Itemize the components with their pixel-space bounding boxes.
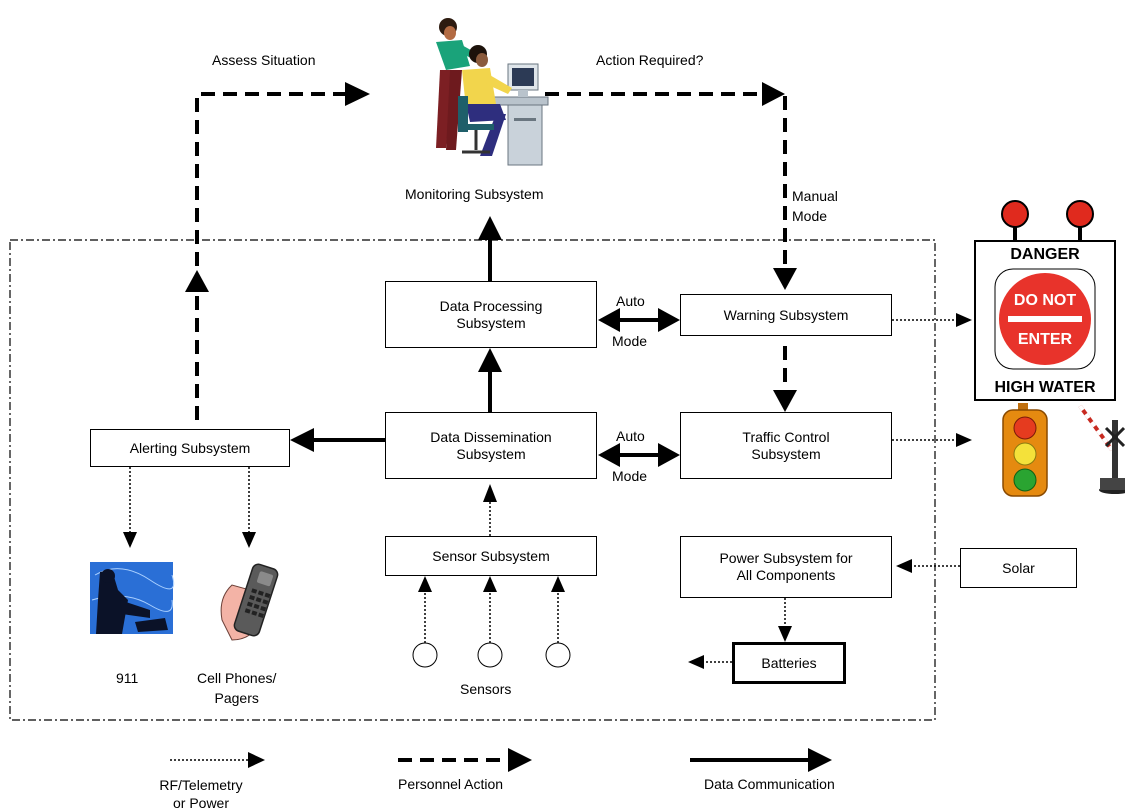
crossing-gate-icon bbox=[1078, 404, 1125, 494]
sensor-circle bbox=[545, 642, 571, 668]
monitoring-subsystem-label: Monitoring Subsystem bbox=[405, 186, 544, 202]
dissemination-to-alerting-arrow bbox=[290, 428, 385, 452]
sensor-circle bbox=[477, 642, 503, 668]
flashing-light-right bbox=[1066, 200, 1094, 228]
manual-mode-label: Manual Mode bbox=[792, 188, 838, 224]
data-processing-subsystem-box: Data Processing Subsystem bbox=[385, 281, 597, 348]
legend-personnel-label: Personnel Action bbox=[398, 776, 504, 792]
flashing-light-left bbox=[1001, 200, 1029, 228]
personnel-action-arrow bbox=[545, 82, 797, 290]
legend-rf-line bbox=[170, 752, 265, 768]
legend-data-label: Data Communication bbox=[704, 776, 835, 792]
sensor-circle bbox=[412, 642, 438, 668]
processing-warning-double-arrow bbox=[598, 308, 680, 332]
action-required-label: Action Required? bbox=[596, 52, 704, 68]
data-proc-to-monitoring-arrow bbox=[478, 216, 502, 281]
batteries-box: Batteries bbox=[732, 642, 846, 684]
label-cell-phones-pagers: Cell Phones/ Pagers bbox=[197, 670, 277, 706]
solar-box: Solar bbox=[960, 548, 1077, 588]
cell-phone-icon bbox=[220, 563, 279, 641]
personnel-warning-to-traffic-arrow bbox=[773, 346, 797, 412]
do-not-text: DO NOT bbox=[1013, 292, 1077, 309]
label-sensors: Sensors bbox=[460, 681, 512, 697]
personnel-assess-arrow bbox=[185, 82, 370, 420]
rf-arrows bbox=[123, 313, 972, 669]
label-911: 911 bbox=[116, 670, 139, 686]
dissemination-to-processing-arrow bbox=[478, 348, 502, 412]
legend-personnel-line bbox=[398, 748, 532, 772]
mode-label-top: Mode bbox=[612, 333, 648, 349]
warning-subsystem-box: Warning Subsystem bbox=[680, 294, 892, 336]
legend-rf-label: RF/Telemetry or Power bbox=[159, 777, 243, 811]
alerting-subsystem-box: Alerting Subsystem bbox=[90, 429, 290, 467]
high-water-text: HIGH WATER bbox=[994, 379, 1096, 396]
traffic-control-subsystem-box: Traffic Control Subsystem bbox=[680, 412, 892, 479]
sensor-subsystem-box: Sensor Subsystem bbox=[385, 536, 597, 576]
assess-situation-label: Assess Situation bbox=[212, 52, 316, 68]
enter-text: ENTER bbox=[1017, 331, 1073, 348]
power-subsystem-box: Power Subsystem for All Components bbox=[680, 536, 892, 598]
danger-sign-icon bbox=[974, 200, 1116, 401]
system-boundary bbox=[9, 239, 936, 721]
monitoring-people-icon bbox=[436, 18, 549, 166]
data-dissemination-subsystem-box: Data Dissemination Subsystem bbox=[385, 412, 597, 479]
traffic-light-icon bbox=[1002, 403, 1048, 497]
auto-label-top: Auto bbox=[616, 293, 645, 309]
dissemination-traffic-double-arrow bbox=[598, 443, 680, 467]
legend-data-line bbox=[690, 748, 832, 772]
dispatcher-911-icon bbox=[90, 562, 175, 634]
danger-text: DANGER bbox=[1010, 246, 1080, 263]
auto-label-bottom: Auto bbox=[616, 428, 645, 444]
mode-label-bottom: Mode bbox=[612, 468, 648, 484]
